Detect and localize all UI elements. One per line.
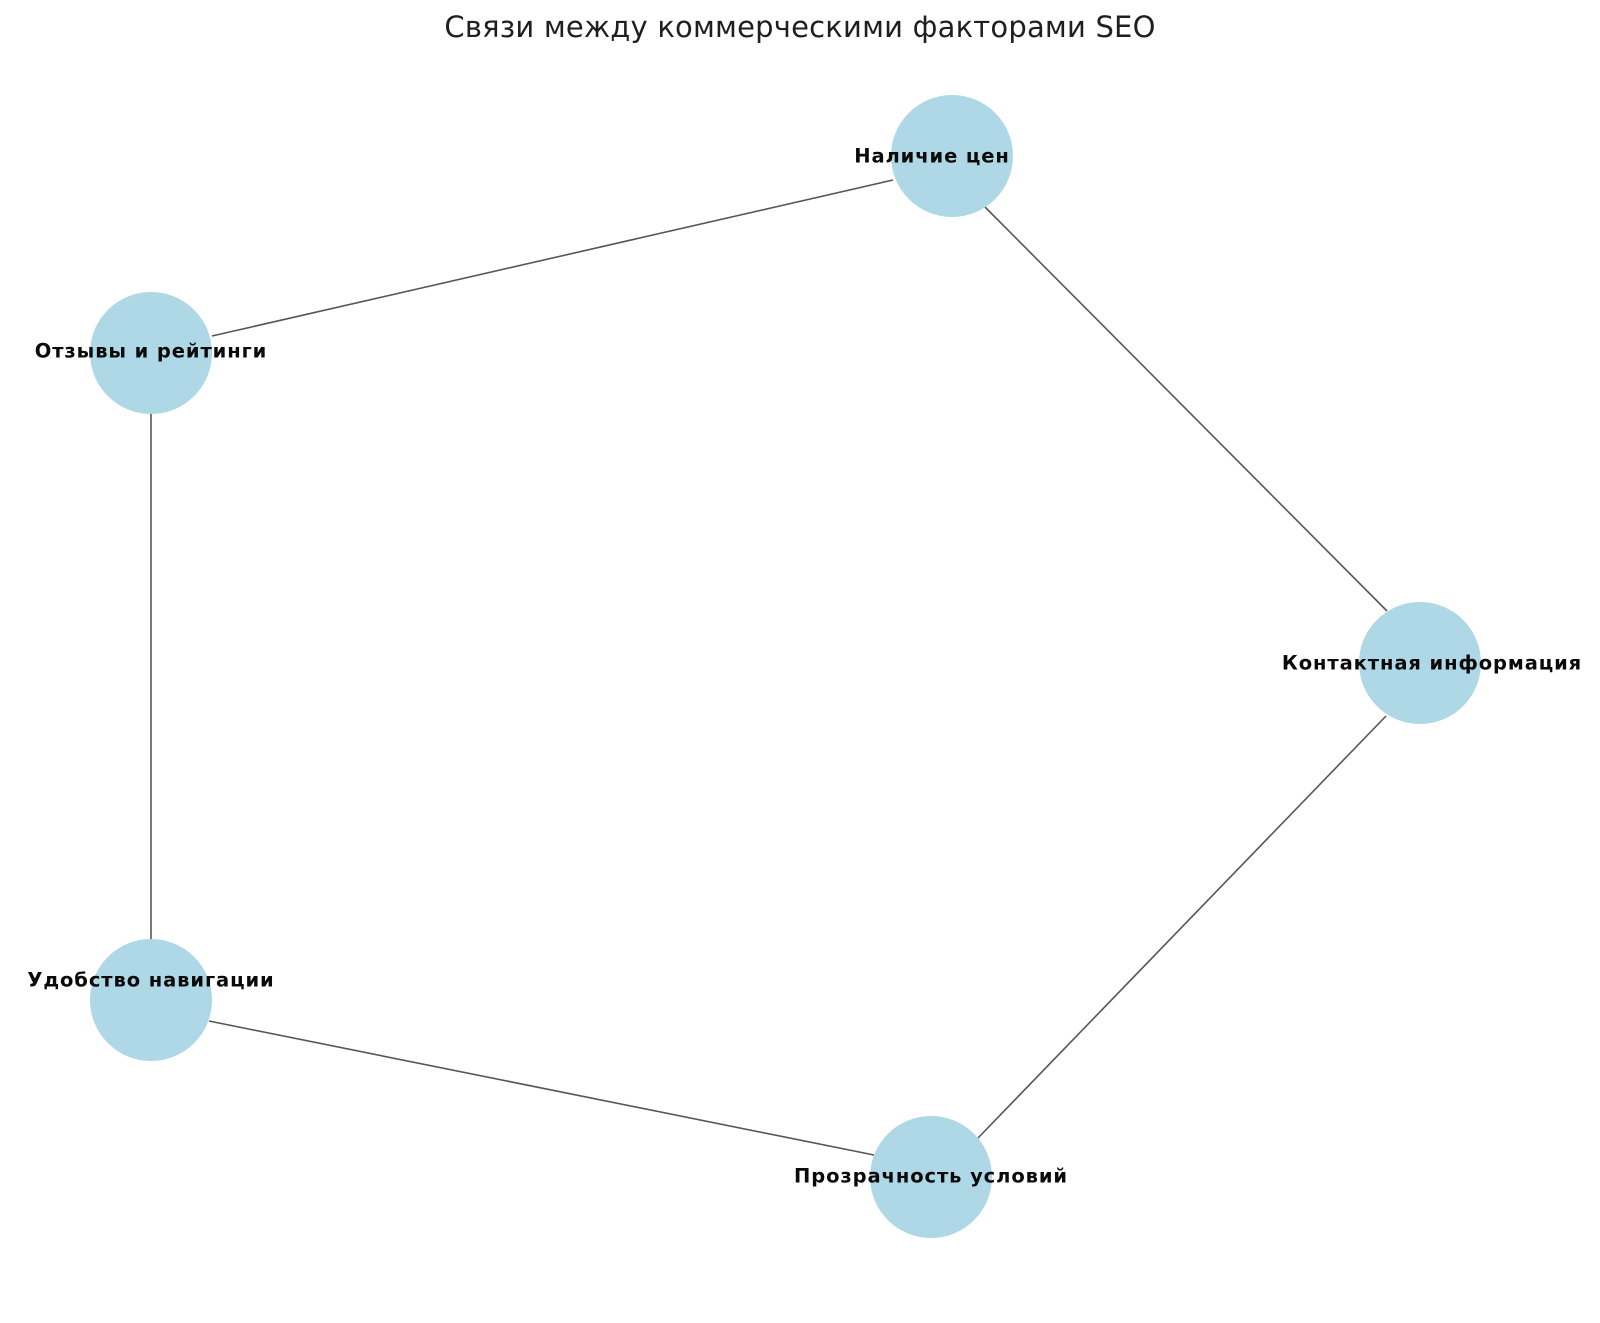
graph-node-contacts[interactable]: [1359, 602, 1481, 724]
graph-node-prices[interactable]: [891, 95, 1013, 217]
graph-edge-navigation-transparency: [208, 1020, 875, 1156]
graph-edge-transparency-contacts: [977, 715, 1387, 1139]
graph-node-navigation[interactable]: [90, 939, 212, 1061]
chart-title: Связи между коммерческими факторами SEO: [444, 10, 1156, 44]
graph-node-reviews[interactable]: [90, 292, 212, 414]
nodes-layer: [90, 95, 1481, 1238]
graph-node-transparency[interactable]: [870, 1116, 992, 1238]
graph-edge-prices-contacts: [984, 206, 1388, 612]
edges-layer: [150, 179, 1388, 1156]
graph-edge-reviews-prices: [211, 179, 894, 337]
